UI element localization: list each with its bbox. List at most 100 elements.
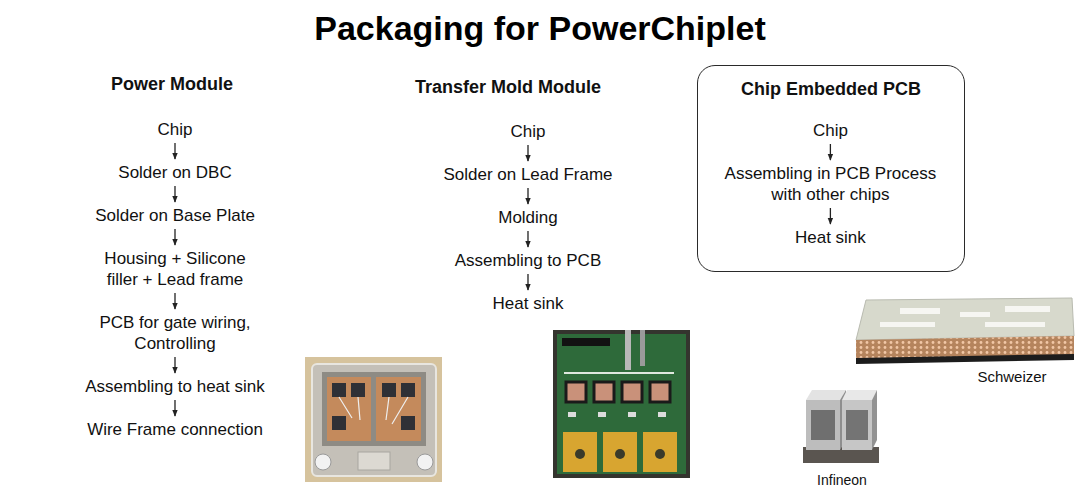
step-text: PCB for gate wiring, Controlling [90,312,260,354]
power-chip [401,383,415,397]
process-step: Heat sink [795,227,866,248]
terminal-hole [575,449,585,459]
process-step: Assembling to heat sink [85,376,265,397]
process-step: PCB for gate wiring, Controlling [90,312,260,354]
step-text: Solder on Base Plate [95,205,255,226]
board-base [856,354,1074,364]
flow-arrow [174,357,175,373]
surface-pad [1005,306,1050,312]
terminal-hole [655,449,665,459]
process-step: Chip [511,121,546,142]
surface-pad [985,322,1045,327]
process-step: Solder on Base Plate [95,205,255,226]
flow-arrow [527,145,528,161]
molded-module [566,382,586,402]
cube-top [842,390,877,400]
flow-arrow [174,400,175,416]
step-text: Heat sink [795,227,866,248]
dbc-substrate [376,377,421,441]
probe [640,330,645,366]
process-step: Chip [158,119,193,140]
terminal-hole [615,449,625,459]
photo-caption: Infineon [817,472,867,489]
photo-caption: Schweizer [977,368,1046,386]
process-step: Wire Frame connection [87,419,263,440]
slide-title: Packaging for PowerChiplet [0,8,1080,48]
module-cavity [322,372,426,446]
step-text: Chip [511,121,546,142]
step-text: Solder on Lead Frame [443,164,612,185]
infineon-photo [803,390,879,463]
molded-module [650,382,670,402]
smd-part [658,412,666,417]
step-text: Wire Frame connection [87,419,263,440]
step-text: Heat sink [493,293,564,314]
step-text: Housing + Silicone filler + Lead frame [93,248,258,290]
photo-background [553,330,690,478]
process-step: Solder on Lead Frame [443,164,612,185]
process-step: Chip [813,120,848,141]
power-chip [382,383,396,397]
step-text: Solder on DBC [118,162,231,183]
gold-terminal [643,432,677,472]
board-top [856,298,1074,340]
step-text: Assembling to heat sink [85,376,265,397]
smd-part [568,412,576,417]
silkscreen-line [564,372,674,374]
power-chip [351,383,365,397]
surface-pad [880,322,935,327]
column-heading: Power Module [111,74,233,96]
flow-arrow [174,143,175,159]
probe [625,330,631,370]
flow-arrow [174,229,175,245]
dbc-substrate [327,377,371,441]
flow-arrow [174,186,175,202]
process-step: Housing + Silicone filler + Lead frame [93,248,258,290]
cube-front [842,400,872,450]
process-step: Assembling to PCB [455,250,601,271]
pcb-board [557,334,686,474]
process-step: Solder on DBC [118,162,231,183]
process-step: Assembling in PCB Process with other chi… [713,163,948,205]
flow-arrow [527,188,528,204]
cube-side [872,390,877,450]
photo-background [305,357,442,482]
cube-winding [811,410,835,440]
smd-part [598,412,606,417]
flow-arrow [830,144,831,160]
power-chip [332,416,346,430]
cube-winding [846,410,868,440]
transfer-mold-pcb-photo [553,330,690,478]
molded-module [622,382,642,402]
module-terminal [358,452,390,470]
flow-arrow [527,274,528,290]
process-step: Molding [498,207,558,228]
power-chip [332,383,346,397]
smd-part [628,412,636,417]
flow-arrow [830,208,831,224]
schweizer-photo [856,298,1074,364]
step-text: Molding [498,207,558,228]
flow-arrow [174,293,175,309]
surface-pad [900,308,940,314]
power-module-photo [305,357,442,482]
step-text: Chip [158,119,193,140]
pin-header [562,338,610,346]
cube-front [806,400,840,450]
power-chip [401,416,415,430]
flow-arrow [527,231,528,247]
screw-hole [417,454,433,470]
step-text: Assembling in PCB Process with other chi… [713,163,948,205]
step-text: Assembling to PCB [455,250,601,271]
module-housing [312,364,436,476]
step-text: Chip [813,120,848,141]
cube-top [806,390,846,400]
molded-module [594,382,614,402]
box-heading: Chip Embedded PCB [698,66,964,100]
column-heading: Transfer Mold Module [415,77,601,99]
gold-terminal [563,432,597,472]
process-step: Heat sink [493,293,564,314]
